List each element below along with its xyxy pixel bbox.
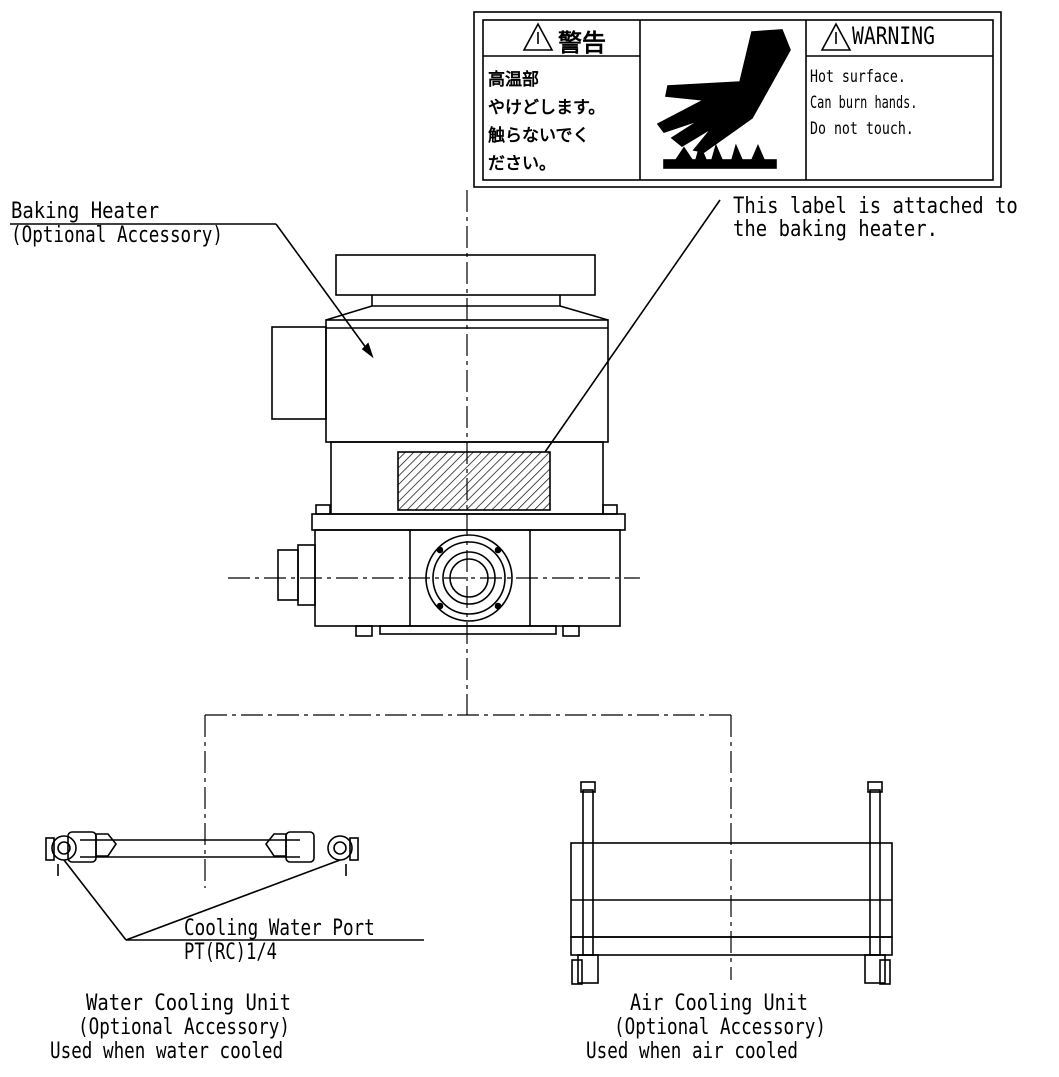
jp-warning-line-4: ださい。: [488, 154, 556, 174]
water-cooling-caption-3: Used when water cooled: [50, 1039, 284, 1064]
label-location-note-line-2: the baking heater.: [733, 217, 939, 242]
baking-heater-leader-line: [275, 223, 373, 357]
en-warning-line-1: Hot surface.: [810, 67, 906, 87]
hot-surface-hand-icon: [656, 29, 791, 169]
air-cooling-caption-1: Air Cooling Unit: [630, 991, 809, 1016]
water-cooling-unit: [45, 831, 359, 876]
en-warning-header: WARNING: [852, 22, 935, 50]
warning-label: [473, 11, 1002, 188]
jp-warning-line-2: やけどします。: [488, 98, 606, 118]
center-lines: [204, 190, 732, 980]
label-leader-line: [544, 199, 721, 453]
jp-warning-header: 警告: [558, 29, 606, 57]
air-cooling-caption-3: Used when air cooled: [586, 1039, 798, 1064]
label-location-note-line-1: This label is attached to: [733, 194, 1018, 219]
warning-triangle-icon: [820, 22, 852, 51]
cooling-port-leader-lines: [63, 859, 424, 941]
cooling-water-port-spec: PT(RC)1/4: [184, 940, 277, 965]
baking-heater-label: Baking Heater: [11, 199, 160, 224]
air-cooling-unit: [570, 781, 893, 985]
baking-heater-sublabel: (Optional Accessory): [11, 223, 223, 248]
warning-triangle-icon: [522, 22, 554, 51]
water-cooling-caption-2: (Optional Accessory): [78, 1015, 290, 1040]
jp-warning-line-1: 高温部: [488, 70, 539, 90]
warning-label-location: [397, 451, 551, 511]
en-warning-line-3: Do not touch.: [810, 119, 914, 139]
cooling-water-port-label: Cooling Water Port: [184, 916, 375, 941]
water-cooling-caption-1: Water Cooling Unit: [86, 991, 292, 1016]
jp-warning-line-3: 触らないでく: [488, 126, 590, 146]
turbo-pump-body: [271, 254, 626, 637]
air-cooling-caption-2: (Optional Accessory): [614, 1015, 826, 1040]
en-warning-line-2: Can burn hands.: [810, 93, 918, 113]
